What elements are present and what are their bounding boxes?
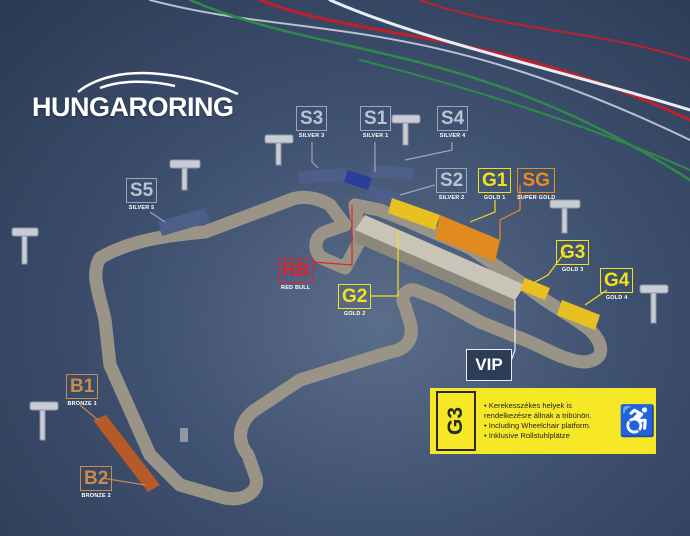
stand-name: GOLD 1 bbox=[483, 195, 506, 201]
stand-name: RED BULL bbox=[281, 285, 311, 291]
stand-label-vip[interactable]: VIP bbox=[466, 349, 512, 381]
grandstand-s4 bbox=[370, 165, 415, 180]
barrier-marker bbox=[180, 428, 188, 442]
stand-code: B2 bbox=[80, 466, 113, 491]
stand-code: G4 bbox=[600, 268, 634, 293]
grandstand-g4 bbox=[557, 300, 600, 330]
stand-code: SG bbox=[517, 168, 556, 193]
stand-name: GOLD 2 bbox=[343, 311, 366, 317]
stand-label-s1[interactable]: S1 SILVER 1 bbox=[360, 106, 392, 140]
stand-name: SILVER 5 bbox=[128, 205, 155, 211]
stand-label-g2[interactable]: G2 GOLD 2 bbox=[338, 284, 372, 318]
stand-code: S1 bbox=[360, 106, 392, 131]
grandstand-b1-b2 bbox=[93, 415, 160, 492]
grandstand-s3 bbox=[298, 168, 348, 184]
stand-code: S2 bbox=[436, 168, 468, 193]
legend-note: • Inklusive Rollstuhlplätze bbox=[484, 431, 570, 441]
wheelchair-legend: G3 • Kerekesszékes helyek is rendelkezés… bbox=[430, 388, 656, 454]
stand-code: B1 bbox=[66, 374, 99, 399]
stand-name: SUPER GOLD bbox=[517, 195, 556, 201]
pavilion-icon bbox=[11, 114, 669, 441]
grandstand-g1 bbox=[388, 198, 440, 230]
grandstand-sg bbox=[435, 215, 500, 262]
stand-name: GOLD 4 bbox=[605, 295, 628, 301]
legend-note: • Kerekesszékes helyek is rendelkezésre … bbox=[484, 400, 592, 420]
wheelchair-icon: ♿ bbox=[618, 404, 656, 438]
stand-label-b2[interactable]: B2 BRONZE 2 bbox=[80, 466, 113, 500]
stand-name: SILVER 2 bbox=[438, 195, 465, 201]
grandstand-s1 bbox=[344, 170, 372, 190]
stand-name: BRONZE 1 bbox=[67, 401, 97, 407]
stand-code: S3 bbox=[296, 106, 328, 131]
legend-stand-code: G3 bbox=[436, 391, 476, 451]
leader-lines bbox=[79, 142, 608, 486]
race-track bbox=[96, 197, 601, 498]
stand-label-s3[interactable]: S3 SILVER 3 bbox=[296, 106, 328, 140]
legend-note: • Including Wheelchair platform. bbox=[484, 421, 591, 430]
stand-code: G1 bbox=[478, 168, 512, 193]
stand-code: G3 bbox=[556, 240, 590, 265]
grandstand-s5 bbox=[158, 208, 210, 236]
stand-label-sg[interactable]: SG SUPER GOLD bbox=[517, 168, 556, 202]
stand-name: SILVER 4 bbox=[439, 133, 466, 139]
stand-label-s4[interactable]: S4 SILVER 4 bbox=[437, 106, 469, 140]
decorative-ribbons bbox=[149, 0, 690, 182]
stand-name: SILVER 3 bbox=[298, 133, 325, 139]
stand-label-g3[interactable]: G3 GOLD 3 bbox=[556, 240, 590, 274]
legend-notes: • Kerekesszékes helyek is rendelkezésre … bbox=[476, 401, 617, 442]
stand-code: G2 bbox=[338, 284, 372, 309]
stand-label-rb[interactable]: RB RED BULL bbox=[278, 258, 314, 292]
stand-code: S5 bbox=[126, 178, 158, 203]
stand-label-g1[interactable]: G1 GOLD 1 bbox=[478, 168, 512, 202]
stand-code: RB bbox=[278, 258, 314, 283]
stand-name: GOLD 3 bbox=[561, 267, 584, 273]
stand-label-g4[interactable]: G4 GOLD 4 bbox=[600, 268, 634, 302]
stand-label-b1[interactable]: B1 BRONZE 1 bbox=[66, 374, 99, 408]
stand-code: S4 bbox=[437, 106, 469, 131]
stand-name: SILVER 1 bbox=[362, 133, 389, 139]
hungaroring-logo: HUNGARORING bbox=[32, 92, 234, 122]
stand-label-s2[interactable]: S2 SILVER 2 bbox=[436, 168, 468, 202]
grandstand-g3 bbox=[520, 278, 550, 300]
logo-car-icon bbox=[77, 71, 239, 96]
stand-name: BRONZE 2 bbox=[81, 493, 111, 499]
stand-label-s5[interactable]: S5 SILVER 5 bbox=[126, 178, 158, 212]
